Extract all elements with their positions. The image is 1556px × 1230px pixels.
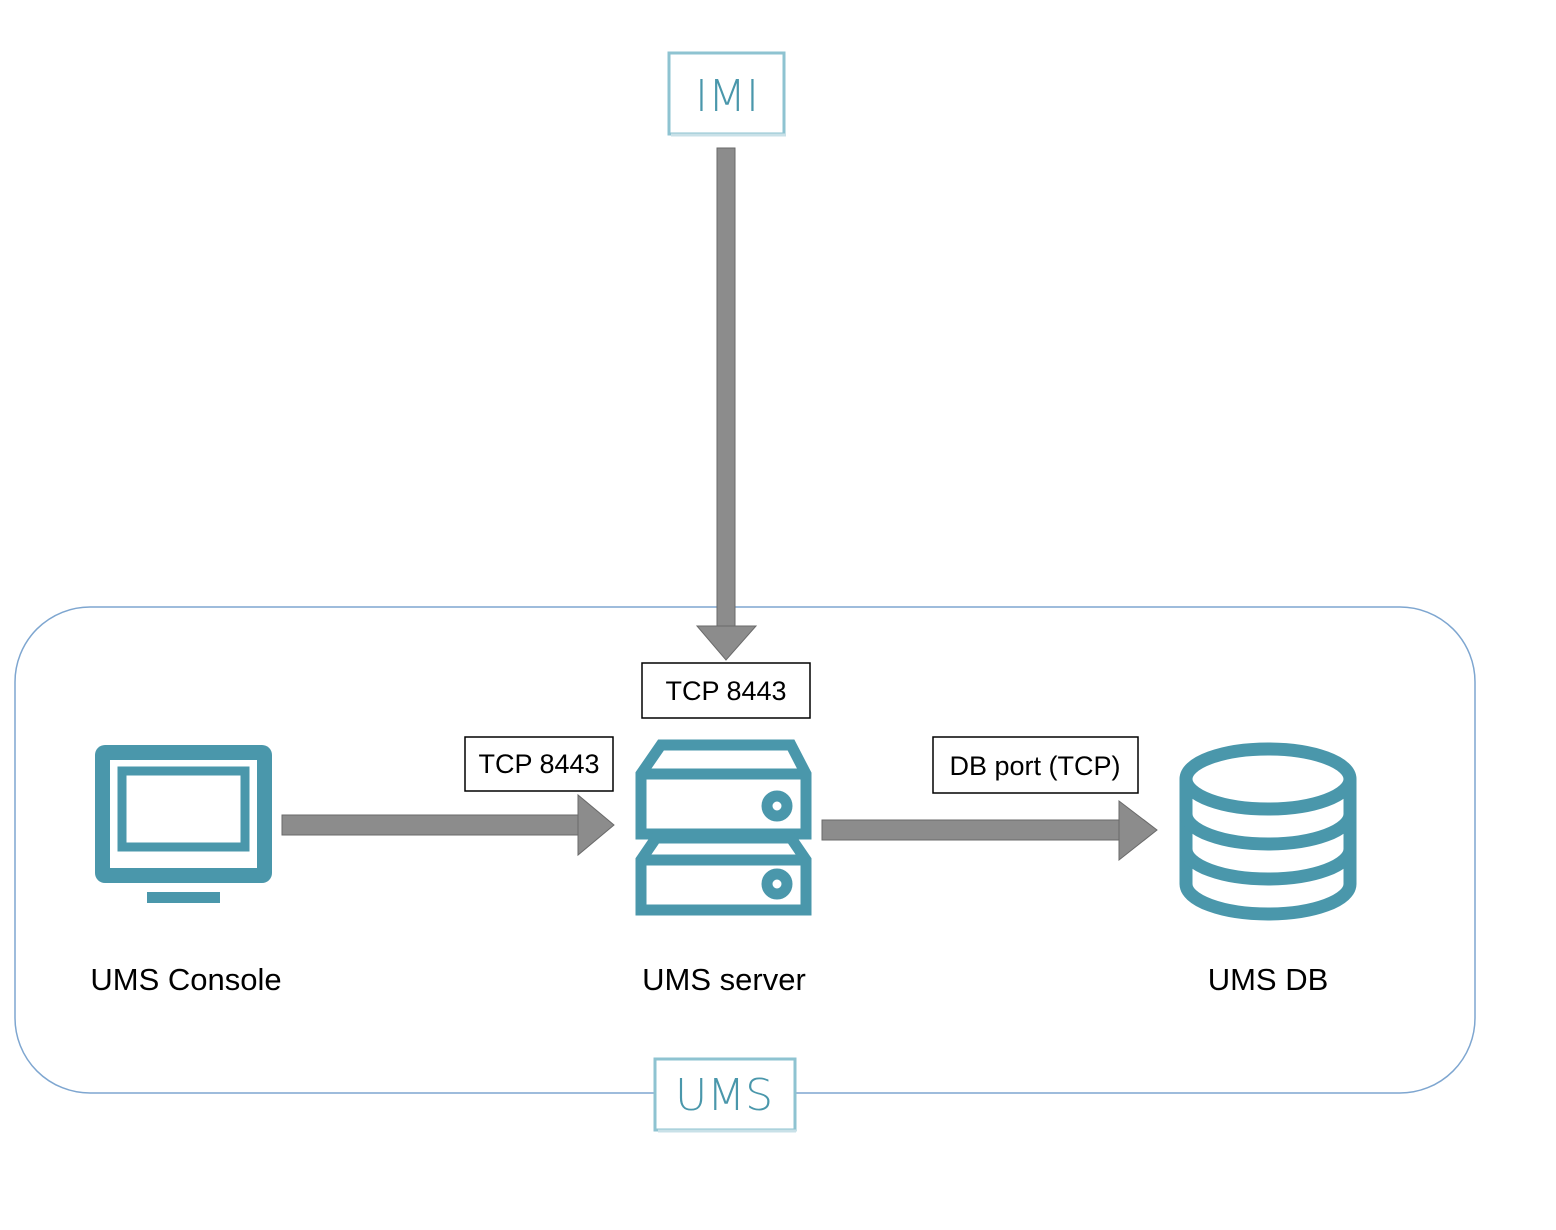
port-label-server-to-db: DB port (TCP) bbox=[932, 736, 1139, 794]
monitor-icon bbox=[95, 745, 272, 903]
ums-badge-label: UMS bbox=[675, 1070, 773, 1121]
port-label-console-to-server: TCP 8443 bbox=[464, 736, 614, 792]
imi-badge-label: IMI bbox=[695, 71, 759, 122]
console-label: UMS Console bbox=[90, 962, 281, 997]
arrow-console-to-server bbox=[281, 793, 615, 857]
imi-badge: IMI bbox=[667, 51, 786, 137]
db-label: UMS DB bbox=[1208, 962, 1329, 997]
port-label-imi-to-server: TCP 8443 bbox=[641, 662, 811, 719]
port-label-text: TCP 8443 bbox=[665, 676, 786, 706]
database-icon bbox=[1179, 742, 1357, 921]
arrow-server-to-db bbox=[821, 799, 1158, 862]
arrow-imi-to-server bbox=[695, 147, 758, 661]
server-label: UMS server bbox=[642, 962, 806, 997]
server-stack-icon bbox=[635, 739, 812, 916]
ums-badge: UMS bbox=[653, 1057, 797, 1133]
port-label-text: TCP 8443 bbox=[478, 749, 599, 779]
port-label-text: DB port (TCP) bbox=[949, 751, 1120, 781]
